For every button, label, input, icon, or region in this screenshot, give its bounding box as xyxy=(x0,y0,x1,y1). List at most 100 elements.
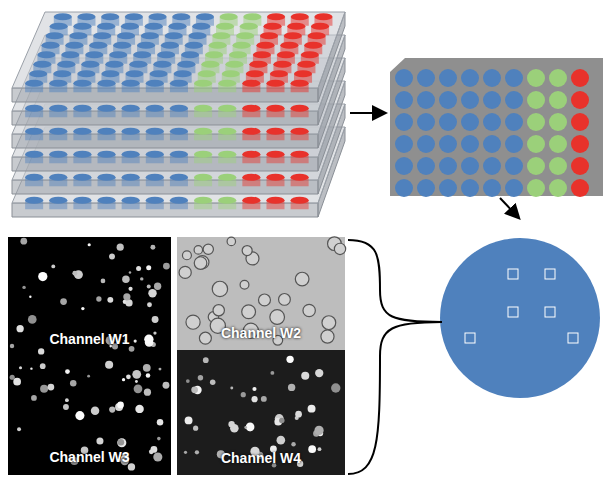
cell xyxy=(288,384,295,391)
image-sites xyxy=(465,241,578,343)
well-top xyxy=(150,70,168,77)
well xyxy=(505,91,523,109)
cell xyxy=(321,330,334,343)
cell xyxy=(295,411,302,418)
cell xyxy=(163,263,170,270)
well-top xyxy=(146,80,164,87)
cell xyxy=(126,374,131,379)
cell xyxy=(75,411,84,420)
well-top xyxy=(168,23,186,30)
well xyxy=(549,91,567,109)
well-top xyxy=(25,105,43,112)
well-top xyxy=(146,105,164,112)
imaging-site xyxy=(545,269,555,279)
well-top xyxy=(146,174,164,181)
cell xyxy=(277,436,286,445)
cell xyxy=(308,405,316,413)
well-top xyxy=(198,70,216,77)
well-top xyxy=(242,105,260,112)
well-top xyxy=(49,80,67,87)
well xyxy=(527,113,545,131)
well-top xyxy=(117,32,135,39)
well-top xyxy=(49,128,67,135)
well-top xyxy=(189,32,207,39)
well-top xyxy=(101,70,119,77)
well xyxy=(461,179,479,197)
cell xyxy=(179,266,191,278)
cell xyxy=(40,385,48,393)
well-top xyxy=(225,61,243,68)
well-top xyxy=(25,80,43,87)
well-top xyxy=(98,105,116,112)
cell xyxy=(19,366,22,369)
cell xyxy=(65,369,70,374)
cell xyxy=(143,364,151,372)
cell xyxy=(101,279,106,284)
well-top xyxy=(105,61,123,68)
micrograph-panel: Channel W3 xyxy=(8,359,171,475)
cell xyxy=(117,438,126,447)
well xyxy=(417,135,435,153)
well xyxy=(417,69,435,87)
well xyxy=(395,113,413,131)
cell xyxy=(147,302,152,307)
well-top xyxy=(218,80,236,87)
well-top xyxy=(73,80,91,87)
cell xyxy=(149,449,154,454)
well-top xyxy=(146,197,164,204)
well-top xyxy=(25,197,43,204)
cell xyxy=(270,371,274,375)
well-top xyxy=(218,174,236,181)
cell xyxy=(152,316,159,323)
well-top xyxy=(267,13,285,20)
well xyxy=(439,135,457,153)
cell xyxy=(148,289,156,297)
well xyxy=(527,135,545,153)
well xyxy=(549,113,567,131)
cell xyxy=(301,372,309,380)
plate-top xyxy=(12,127,345,203)
well-top xyxy=(308,32,326,39)
well xyxy=(395,135,413,153)
cell xyxy=(140,277,143,280)
well-top xyxy=(242,174,260,181)
cell xyxy=(38,272,47,281)
cell xyxy=(191,386,198,393)
plate-stack xyxy=(12,12,345,217)
well-top xyxy=(314,13,332,20)
well-top xyxy=(98,151,116,158)
well-top xyxy=(287,23,305,30)
well-top xyxy=(98,80,116,87)
well-top xyxy=(73,197,91,204)
imaging-site xyxy=(508,307,518,317)
channel-label: Channel W1 xyxy=(49,331,129,347)
channel-label: Channel W2 xyxy=(221,325,301,341)
well-top xyxy=(273,61,291,68)
well-top xyxy=(291,151,309,158)
well-top xyxy=(73,128,91,135)
well-top xyxy=(194,151,212,158)
cell xyxy=(150,245,155,250)
cell xyxy=(291,442,295,446)
cell xyxy=(10,375,15,380)
cell xyxy=(315,369,323,377)
well-top xyxy=(122,197,140,204)
cell xyxy=(186,379,190,383)
cell xyxy=(270,310,285,325)
well-top xyxy=(170,151,188,158)
well xyxy=(549,135,567,153)
well-top xyxy=(46,32,64,39)
well-top xyxy=(25,151,43,158)
well xyxy=(417,113,435,131)
cell xyxy=(203,357,209,363)
well-top xyxy=(194,80,212,87)
well xyxy=(483,113,501,131)
well-top xyxy=(85,51,103,58)
well-top xyxy=(54,13,72,20)
well-top xyxy=(122,151,140,158)
well-top xyxy=(93,32,111,39)
well-top xyxy=(129,61,147,68)
cell xyxy=(29,296,31,298)
cell xyxy=(153,331,156,334)
